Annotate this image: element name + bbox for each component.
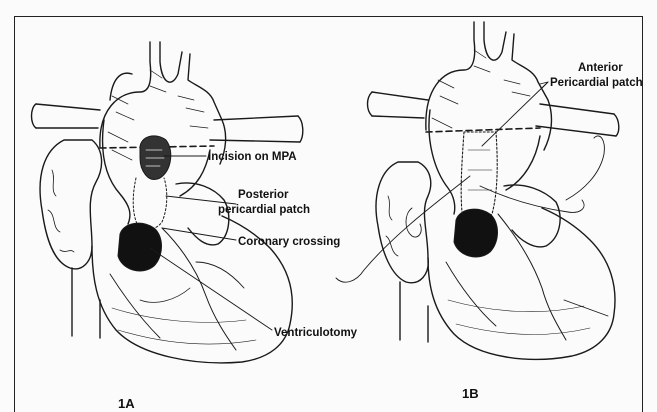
- label-ventriculotomy: Ventriculotomy: [274, 326, 357, 340]
- label-coronary-crossing: Coronary crossing: [238, 235, 340, 249]
- label-incision-on-mpa: Incision on MPA: [208, 150, 297, 164]
- label-posterior-patch-line1: Posterior: [238, 188, 289, 202]
- panel-label-1a: 1A: [118, 396, 135, 412]
- panel-label-1b: 1B: [462, 386, 479, 402]
- heart-1b: [336, 22, 619, 359]
- label-anterior-patch-line1: Anterior: [578, 61, 623, 75]
- label-anterior-patch-line2: Pericardial patch: [550, 76, 643, 90]
- label-posterior-patch-line2: pericardial patch: [218, 203, 310, 217]
